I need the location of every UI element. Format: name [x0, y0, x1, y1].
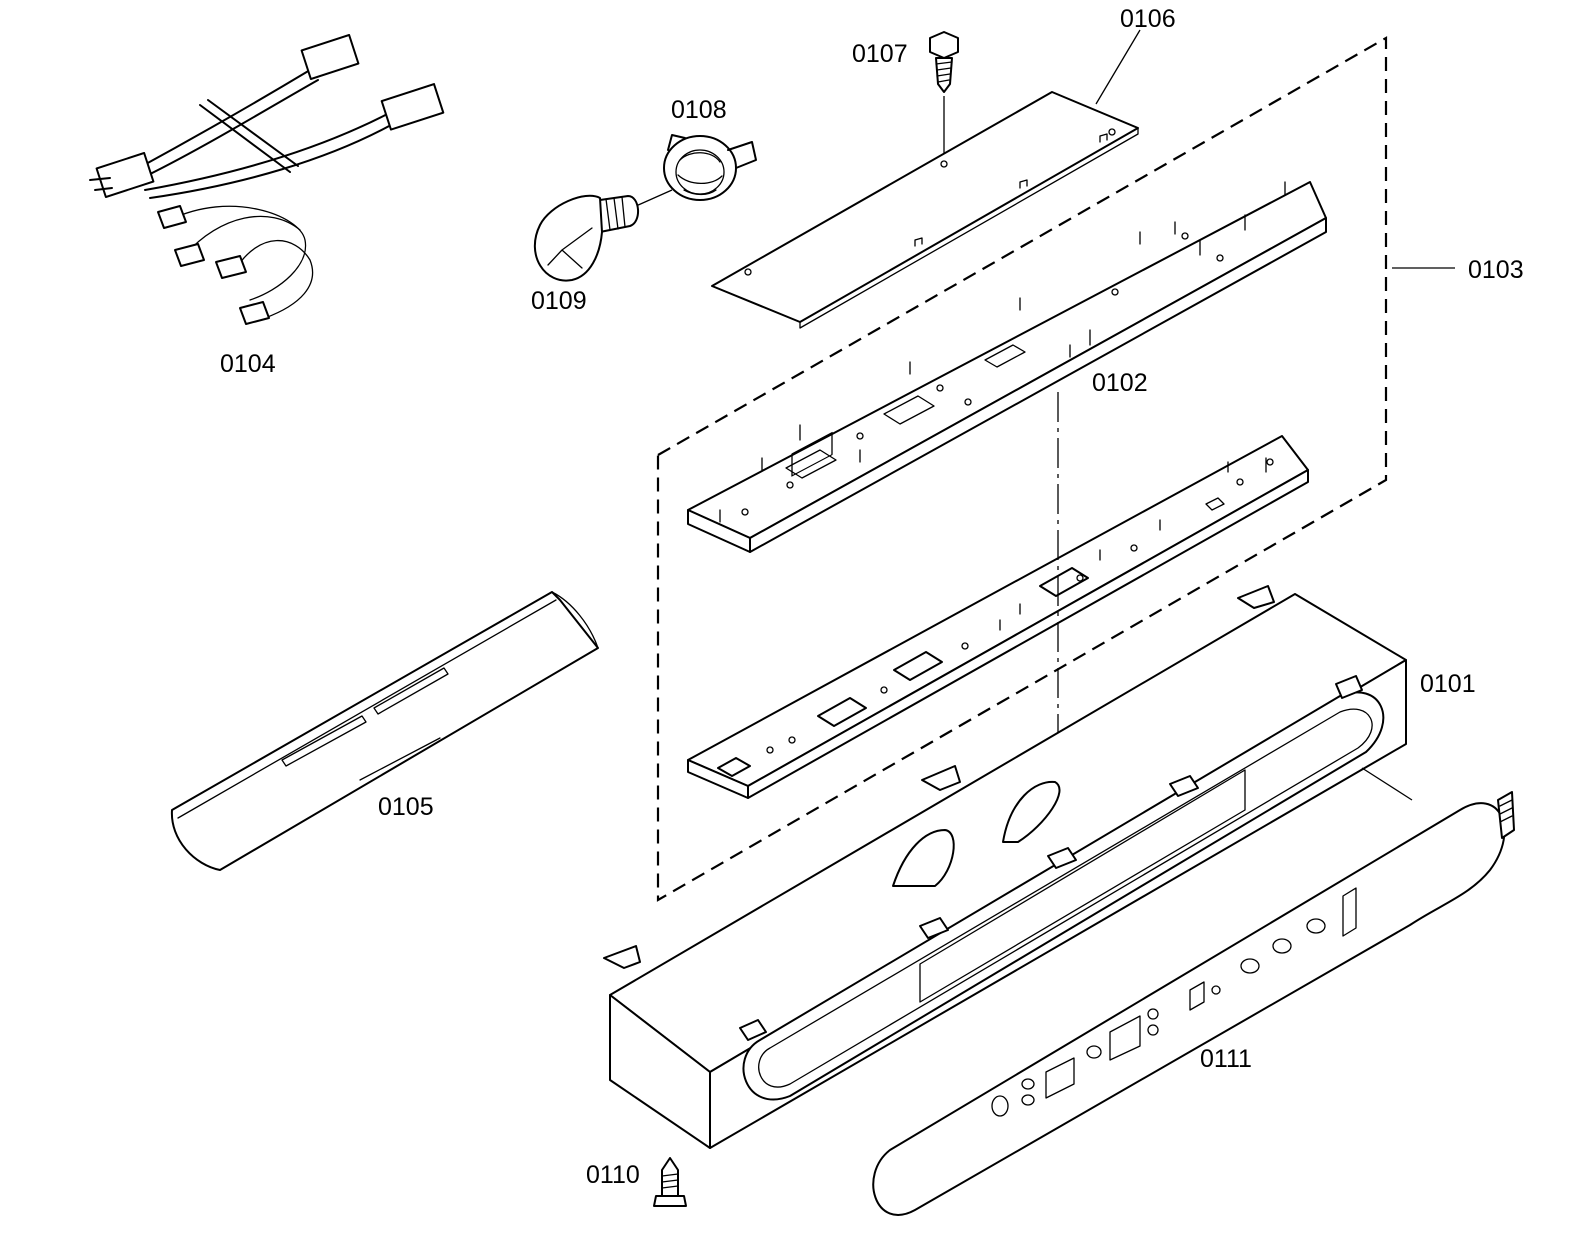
control-board-upper-drawing	[687, 181, 1327, 553]
screw-top-drawing	[929, 31, 959, 160]
screw-bottom-drawing	[653, 1157, 687, 1207]
lamp-socket-drawing	[663, 134, 757, 201]
label-0103: 0103	[1468, 256, 1524, 284]
housing-drawing	[603, 585, 1407, 1149]
wire-harness-drawing	[89, 34, 445, 325]
lamp-bulb-drawing	[533, 189, 673, 282]
cover-plate-drawing	[711, 91, 1139, 329]
label-0101: 0101	[1420, 670, 1476, 698]
label-0107: 0107	[852, 40, 908, 68]
label-0106: 0106	[1120, 5, 1176, 33]
label-0104: 0104	[220, 350, 276, 378]
label-0105: 0105	[378, 793, 434, 821]
label-0110: 0110	[586, 1161, 640, 1189]
front-panel-drawing	[872, 791, 1515, 1216]
reflector-channel-drawing	[170, 591, 599, 871]
assembly-boundary	[656, 36, 1388, 902]
label-0109: 0109	[531, 287, 587, 315]
control-board-lower-drawing	[687, 435, 1309, 799]
label-0108: 0108	[671, 96, 727, 124]
label-0111: 0111	[1200, 1045, 1252, 1073]
label-0102: 0102	[1092, 369, 1148, 397]
